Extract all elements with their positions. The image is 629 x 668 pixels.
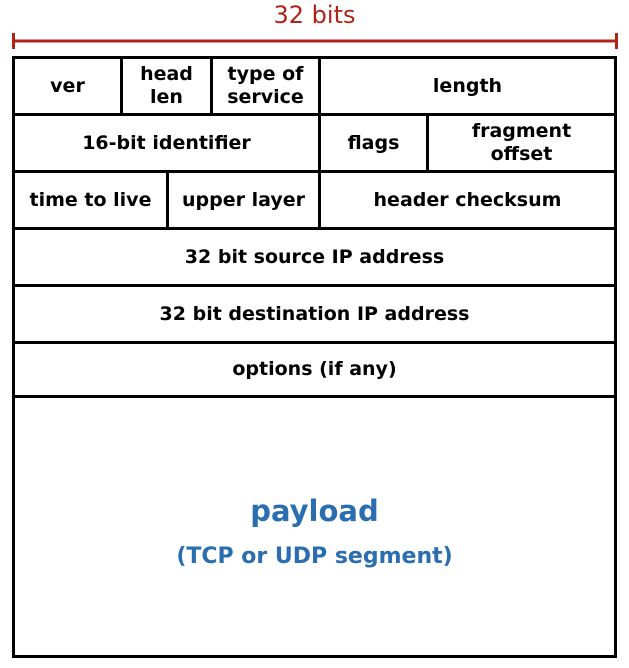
field-upper-layer: upper layer	[169, 173, 321, 230]
field-destination-ip-address: 32 bit destination IP address	[15, 287, 614, 344]
payload-area: payload (TCP or UDP segment)	[15, 398, 614, 655]
field-length: length	[321, 59, 614, 116]
bit-width-label: 32 bits	[273, 1, 356, 29]
field-version: ver	[15, 59, 123, 116]
payload-title: payload	[250, 493, 379, 528]
field-fragment-offset: fragment offset	[429, 116, 614, 173]
field-source-ip-address: 32 bit source IP address	[15, 230, 614, 287]
field-type-of-service: type of service	[213, 59, 321, 116]
ip-datagram-format-diagram: ver head len type of service length 16-b…	[12, 56, 617, 658]
field-identifier: 16-bit identifier	[15, 116, 321, 173]
field-header-length: head len	[123, 59, 213, 116]
payload-subtitle: (TCP or UDP segment)	[176, 543, 453, 569]
field-header-checksum: header checksum	[321, 173, 614, 230]
field-flags: flags	[321, 116, 429, 173]
field-options: options (if any)	[15, 344, 614, 398]
bit-width-arrow	[12, 33, 618, 49]
field-time-to-live: time to live	[15, 173, 169, 230]
